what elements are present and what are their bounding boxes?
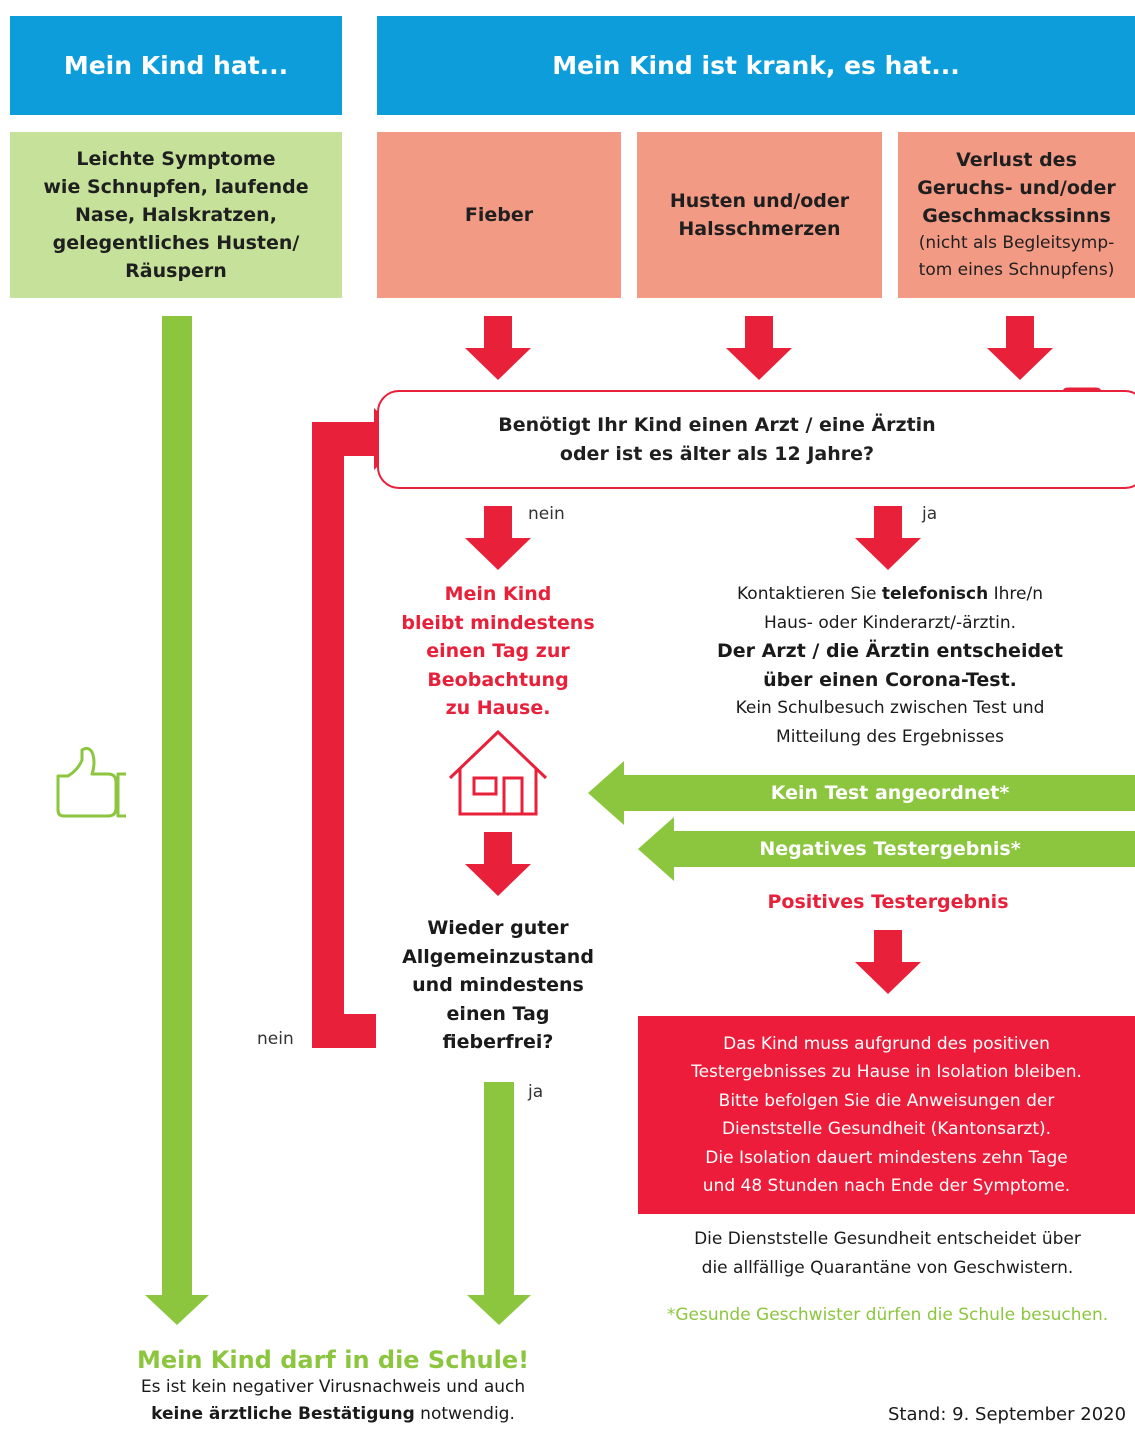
green-arrow-no-test (588, 761, 1135, 825)
result-negative: Negatives Testergebnis* (759, 838, 1021, 860)
symptom-fever: Fieber (377, 132, 621, 298)
label-ja-top: ja (922, 504, 938, 524)
thumbs-up-icon (56, 746, 126, 818)
label-ja-bottom: ja (528, 1082, 544, 1102)
stay-home-text: Mein Kind bleibt mindestens einen Tag zu… (401, 583, 595, 719)
result-no-test: Kein Test angeordnet* (770, 782, 1010, 804)
school-allowed: Mein Kind darf in die Schule! Es ist kei… (136, 1346, 530, 1424)
symptom-fever-label: Fieber (464, 204, 534, 226)
symptom-mild: Leichte Symptome wie Schnupfen, laufende… (10, 132, 342, 298)
label-nein-top: nein (528, 504, 565, 524)
symptom-smell: Verlust des Geruchs- und/oder Geschmacks… (898, 132, 1135, 298)
header-left-label: Mein Kind hat... (63, 51, 289, 80)
green-arrow-ja (467, 1082, 531, 1325)
red-arrow-fever (465, 316, 531, 380)
header-right-label: Mein Kind ist krank, es hat... (552, 51, 960, 80)
date-stamp: Stand: 9. September 2020 (888, 1404, 1127, 1425)
green-arrow-mild (145, 316, 209, 1325)
red-arrow-ja (855, 506, 921, 570)
isolation-box: Das Kind muss aufgrund des positiven Tes… (638, 1016, 1135, 1214)
red-arrow-cough (726, 316, 792, 380)
red-arrow-house (465, 832, 531, 896)
symptom-cough-text: Husten und/oder Halsschmerzen (669, 190, 850, 240)
result-positive: Positives Testergebnis (767, 891, 1009, 913)
symptom-mild-text: Leichte Symptome wie Schnupfen, laufende… (43, 148, 309, 282)
red-arrow-smell (987, 316, 1053, 380)
header-right: Mein Kind ist krank, es hat... (377, 16, 1135, 115)
header-left: Mein Kind hat... (10, 16, 342, 115)
green-arrow-negative (638, 817, 1135, 881)
question-doctor-or-age: Benötigt Ihr Kind einen Arzt / eine Ärzt… (377, 390, 1135, 489)
symptom-smell-text: Verlust des Geruchs- und/oder Geschmacks… (917, 149, 1116, 280)
red-arrow-nein (465, 506, 531, 570)
footnote-siblings: *Gesunde Geschwister dürfen die Schule b… (666, 1305, 1109, 1325)
label-nein-bottom: nein (257, 1029, 294, 1049)
house-icon (448, 729, 548, 816)
question-recovered: Wieder guter Allgemeinzustand und mindes… (402, 917, 594, 1053)
red-arrow-positive (855, 930, 921, 994)
siblings-quarantine-text: Die Dienststelle Gesundheit entscheidet … (694, 1229, 1081, 1278)
doctor-contact-text: Kontaktieren Sie telefonisch Ihre/n Haus… (716, 584, 1064, 747)
symptom-cough: Husten und/oder Halsschmerzen (637, 132, 882, 298)
